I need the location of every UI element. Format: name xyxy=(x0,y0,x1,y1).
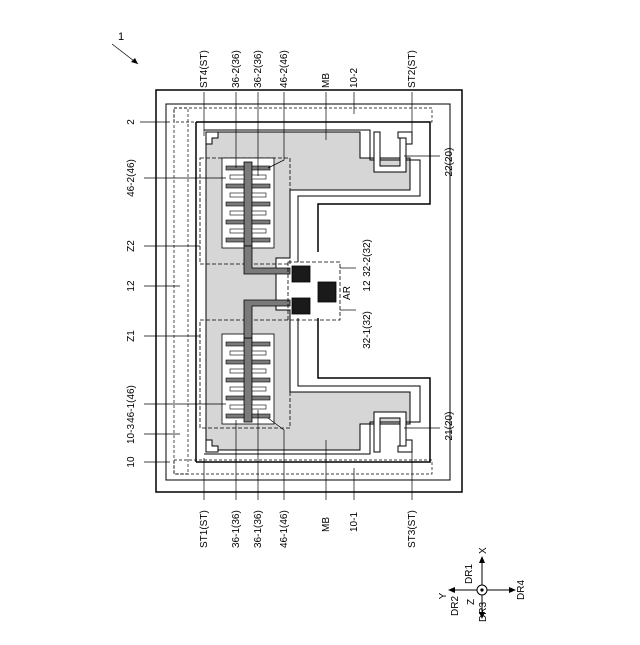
label-10-3: 10-3 xyxy=(126,424,137,444)
axis-y-arrow-head xyxy=(448,587,455,593)
label-21: 21(20) xyxy=(444,412,455,441)
axis-z-label: Z xyxy=(466,599,477,605)
label-10-1: 10-1 xyxy=(349,512,360,532)
label-z2: Z2 xyxy=(126,240,137,252)
label-46-2-left: 46-2(46) xyxy=(126,159,137,197)
ref-arrow-head xyxy=(131,58,138,64)
label-36-1a: 36-1(36) xyxy=(231,510,242,548)
pad-12 xyxy=(318,282,336,302)
label-mb-bot: MB xyxy=(321,517,332,532)
label-22: 22(20) xyxy=(444,148,455,177)
axis-x-arrow-head xyxy=(479,556,485,563)
label-36-2a: 36-2(36) xyxy=(231,50,242,88)
label-ref-1: 1 xyxy=(118,31,124,43)
axis-y-label: Y xyxy=(438,592,449,599)
label-32-1: 32-1(32) xyxy=(362,311,373,349)
axis-dr4-label: DR4 xyxy=(516,580,527,600)
label-ar: AR xyxy=(342,286,353,300)
label-mb-top: MB xyxy=(321,73,332,88)
label-32-2: 32-2(32) xyxy=(362,239,373,277)
pad-32-1 xyxy=(292,298,310,314)
pad-32-2 xyxy=(292,266,310,282)
label-36-1b: 36-1(36) xyxy=(253,510,264,548)
label-z1: Z1 xyxy=(126,330,137,342)
label-st2: ST2(ST) xyxy=(407,50,418,88)
label-12-mid: 12 xyxy=(362,280,373,292)
label-10-2: 10-2 xyxy=(349,68,360,88)
label-10: 10 xyxy=(126,456,137,468)
axis-dr1-label: DR1 xyxy=(464,564,475,584)
axis-x-label: X xyxy=(478,547,489,554)
label-12-left: 12 xyxy=(126,280,137,292)
axis-dr3-label: DR3 xyxy=(478,602,489,622)
axes-indicator: X DR1 Y DR2 Z DR3 DR4 xyxy=(438,547,527,622)
label-st1: ST1(ST) xyxy=(199,510,210,548)
label-st3: ST3(ST) xyxy=(407,510,418,548)
axis-dr4-arrow-head xyxy=(509,587,516,593)
label-st4: ST4(ST) xyxy=(199,50,210,88)
label-46-1-bot: 46-1(46) xyxy=(279,510,290,548)
label-46-1-left: 46-1(46) xyxy=(126,385,137,423)
axis-dr2-label: DR2 xyxy=(450,596,461,616)
label-46-2-top: 46-2(46) xyxy=(279,50,290,88)
label-36-2b: 36-2(36) xyxy=(253,50,264,88)
axis-origin-dot xyxy=(480,588,483,591)
label-2: 2 xyxy=(126,119,137,125)
